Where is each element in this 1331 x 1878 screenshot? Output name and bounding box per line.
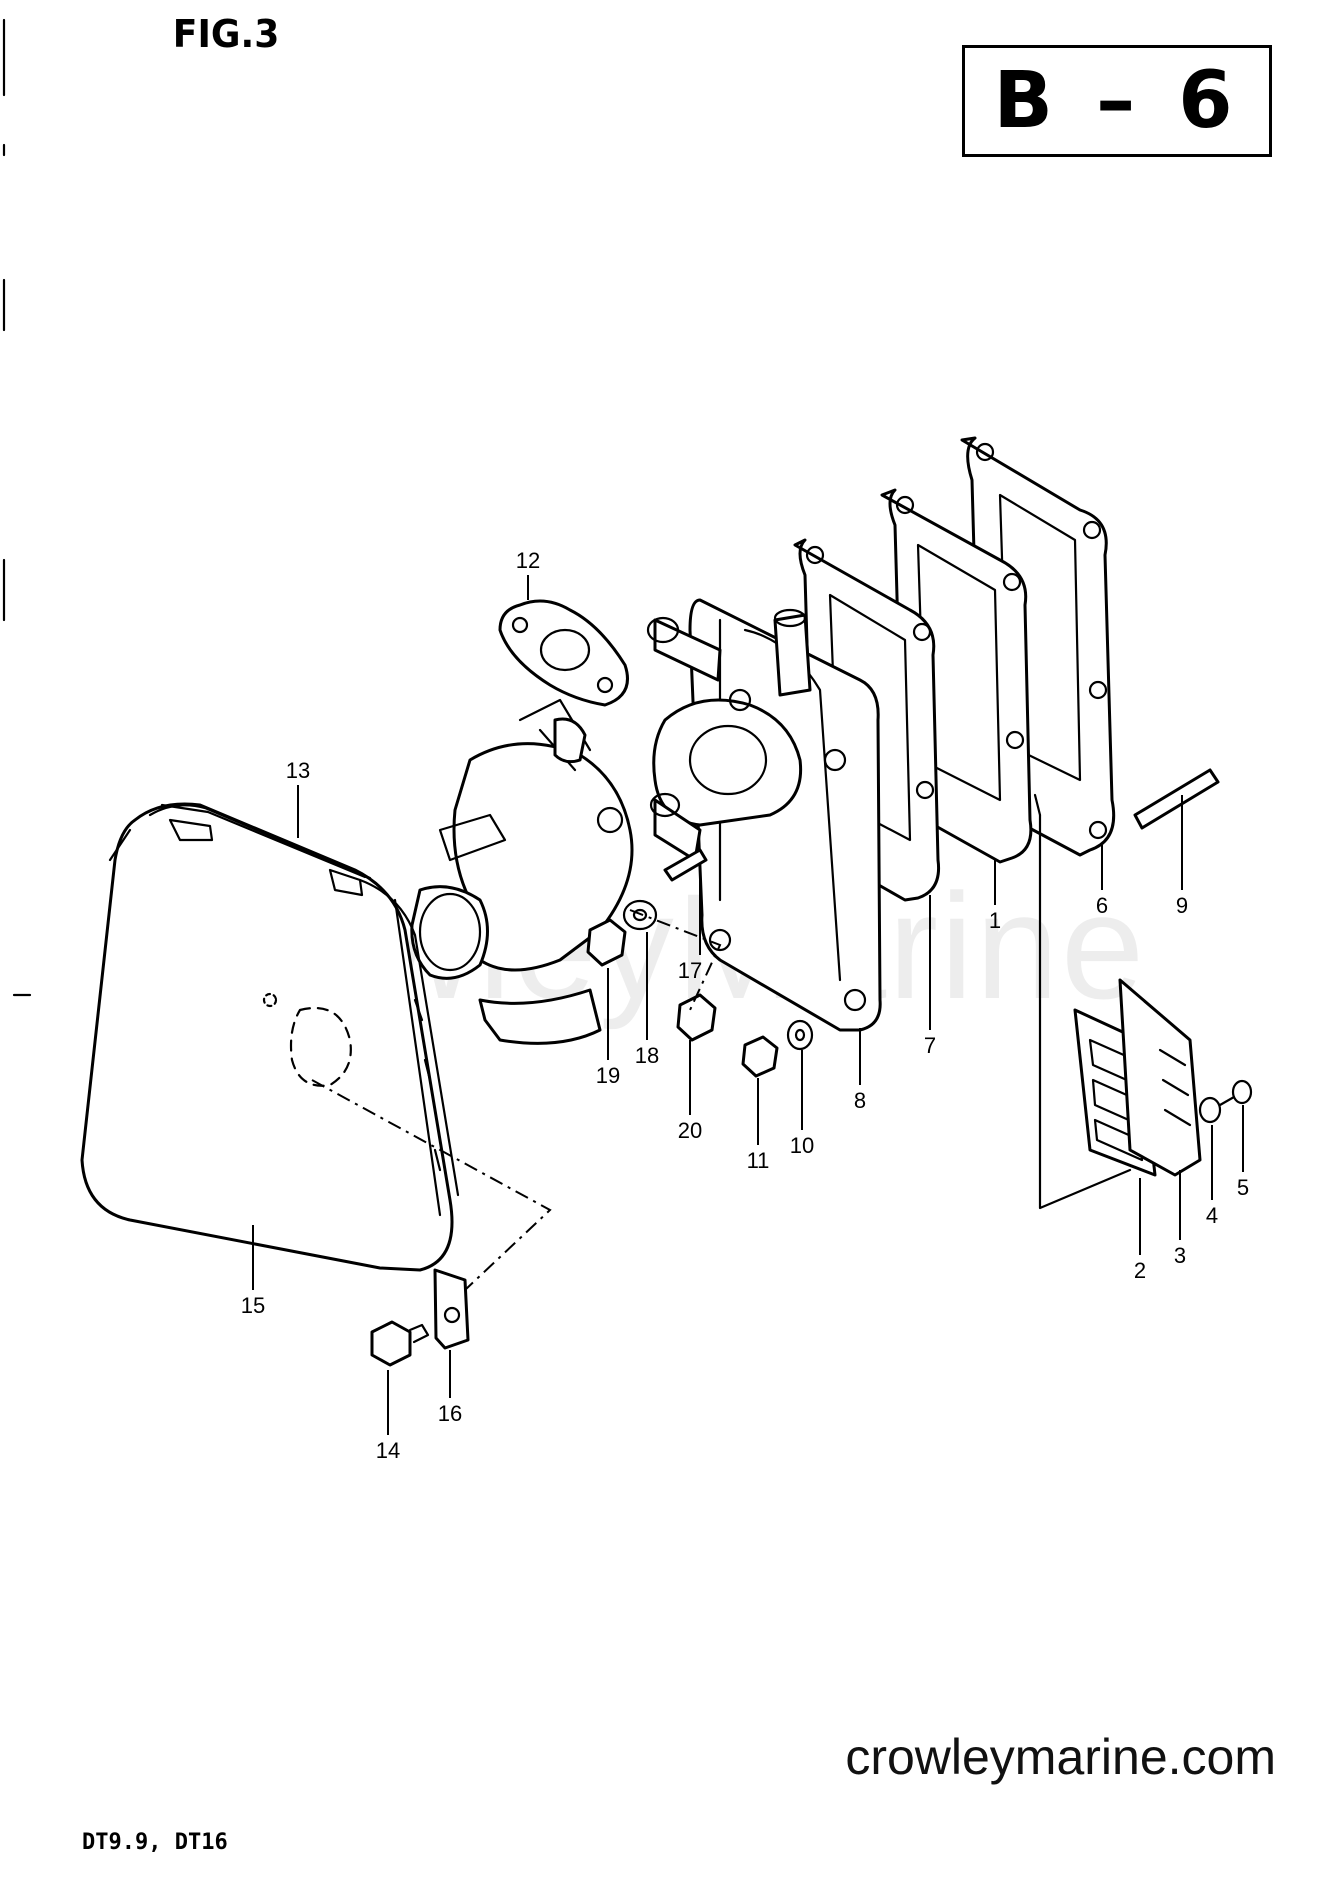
callout-1: 1 — [989, 908, 1001, 933]
part-14-bolt — [370, 1320, 430, 1367]
part-18-washer — [622, 899, 658, 931]
callout-6: 6 — [1096, 893, 1108, 918]
callout-17: 17 — [678, 958, 702, 983]
callout-5: 5 — [1237, 1175, 1249, 1200]
callout-9: 9 — [1176, 893, 1188, 918]
part-12-gasket — [498, 599, 629, 707]
part-10-washer — [786, 1019, 814, 1051]
callout-labels: 12 13 1 6 9 7 8 17 18 19 20 11 10 2 3 4 … — [241, 548, 1249, 1463]
part-17-stud — [663, 848, 708, 882]
scan-margin-marks — [2, 18, 32, 997]
figure-title: FIG.3 — [172, 12, 280, 56]
callout-3: 3 — [1174, 1243, 1186, 1268]
callout-8: 8 — [854, 1088, 866, 1113]
callout-19: 19 — [596, 1063, 620, 1088]
callout-12: 12 — [516, 548, 540, 573]
plate-code: B – 6 — [993, 56, 1241, 146]
callout-13: 13 — [286, 758, 310, 783]
callout-20: 20 — [678, 1118, 702, 1143]
site-url: crowleymarine.com — [845, 1729, 1276, 1785]
callout-2: 2 — [1134, 1258, 1146, 1283]
part-3-reed-stopper — [1118, 978, 1202, 1177]
plate-code-box: B – 6 — [962, 45, 1272, 157]
callout-14: 14 — [376, 1438, 400, 1463]
part-8-intake-manifold — [646, 598, 882, 1032]
part-16-bracket — [433, 1268, 470, 1350]
callout-18: 18 — [635, 1043, 659, 1068]
callout-16: 16 — [438, 1401, 462, 1426]
assembly-lines — [311, 793, 1132, 1291]
part-11-nut — [741, 1035, 779, 1078]
callout-7: 7 — [924, 1033, 936, 1058]
callout-15: 15 — [241, 1293, 265, 1318]
part-9-stud — [1133, 768, 1220, 830]
leader-lines — [252, 575, 1244, 1435]
callout-11: 11 — [747, 1148, 770, 1173]
part-19-nut — [586, 918, 627, 967]
part-13-cover — [160, 803, 367, 879]
part-4-washer — [1198, 1096, 1222, 1124]
part-5-screw — [1218, 1079, 1253, 1107]
callout-10: 10 — [790, 1133, 814, 1158]
part-20-nut — [676, 993, 717, 1042]
part-15-silencer-case — [80, 802, 460, 1272]
model-list: DT9.9, DT16 — [82, 1830, 228, 1855]
carburetor — [410, 698, 634, 1045]
callout-4: 4 — [1206, 1203, 1218, 1228]
